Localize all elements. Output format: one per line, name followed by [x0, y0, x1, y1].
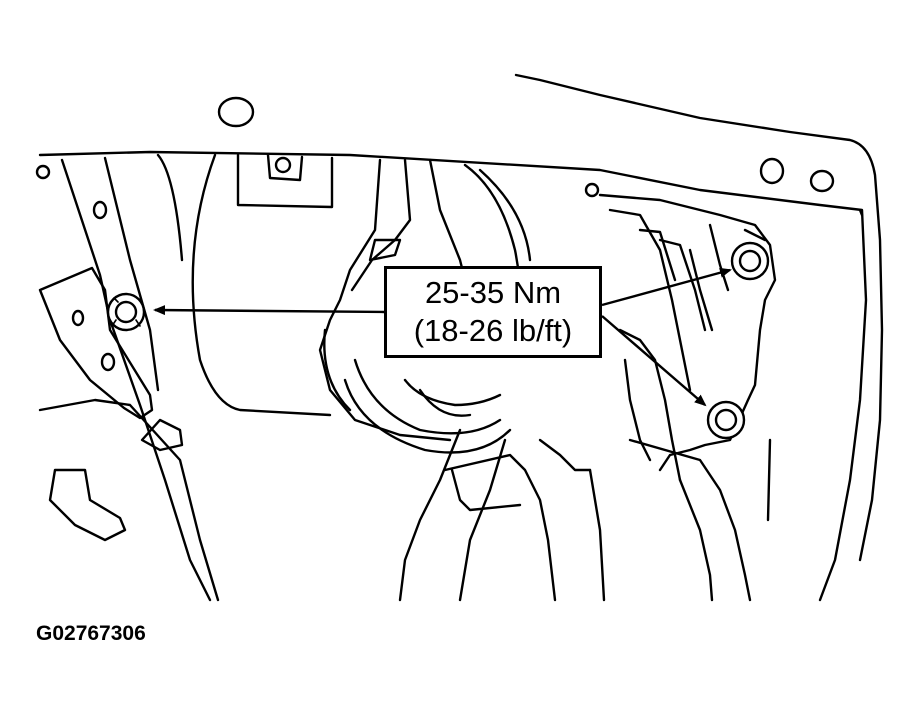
torque-metric-label: 25-35 Nm — [424, 275, 562, 310]
left-bracket — [38, 153, 220, 602]
lower-shaft — [398, 428, 606, 602]
bolt-icon — [106, 292, 146, 332]
right-bracket — [598, 193, 777, 602]
torque-callout: 25-35 Nm (18-26 lb/ft) — [384, 266, 602, 358]
arrow-icon — [601, 315, 707, 407]
body-panel-outline — [35, 73, 884, 602]
top-tab — [236, 153, 334, 209]
figure-id: G02767306 — [36, 622, 146, 645]
arrow-icon — [601, 267, 732, 307]
torque-imperial-label: (18-26 lb/ft) — [413, 313, 573, 348]
bolt-icon — [706, 400, 746, 440]
bolt-icon — [730, 241, 770, 281]
arrow-icon — [153, 305, 385, 316]
